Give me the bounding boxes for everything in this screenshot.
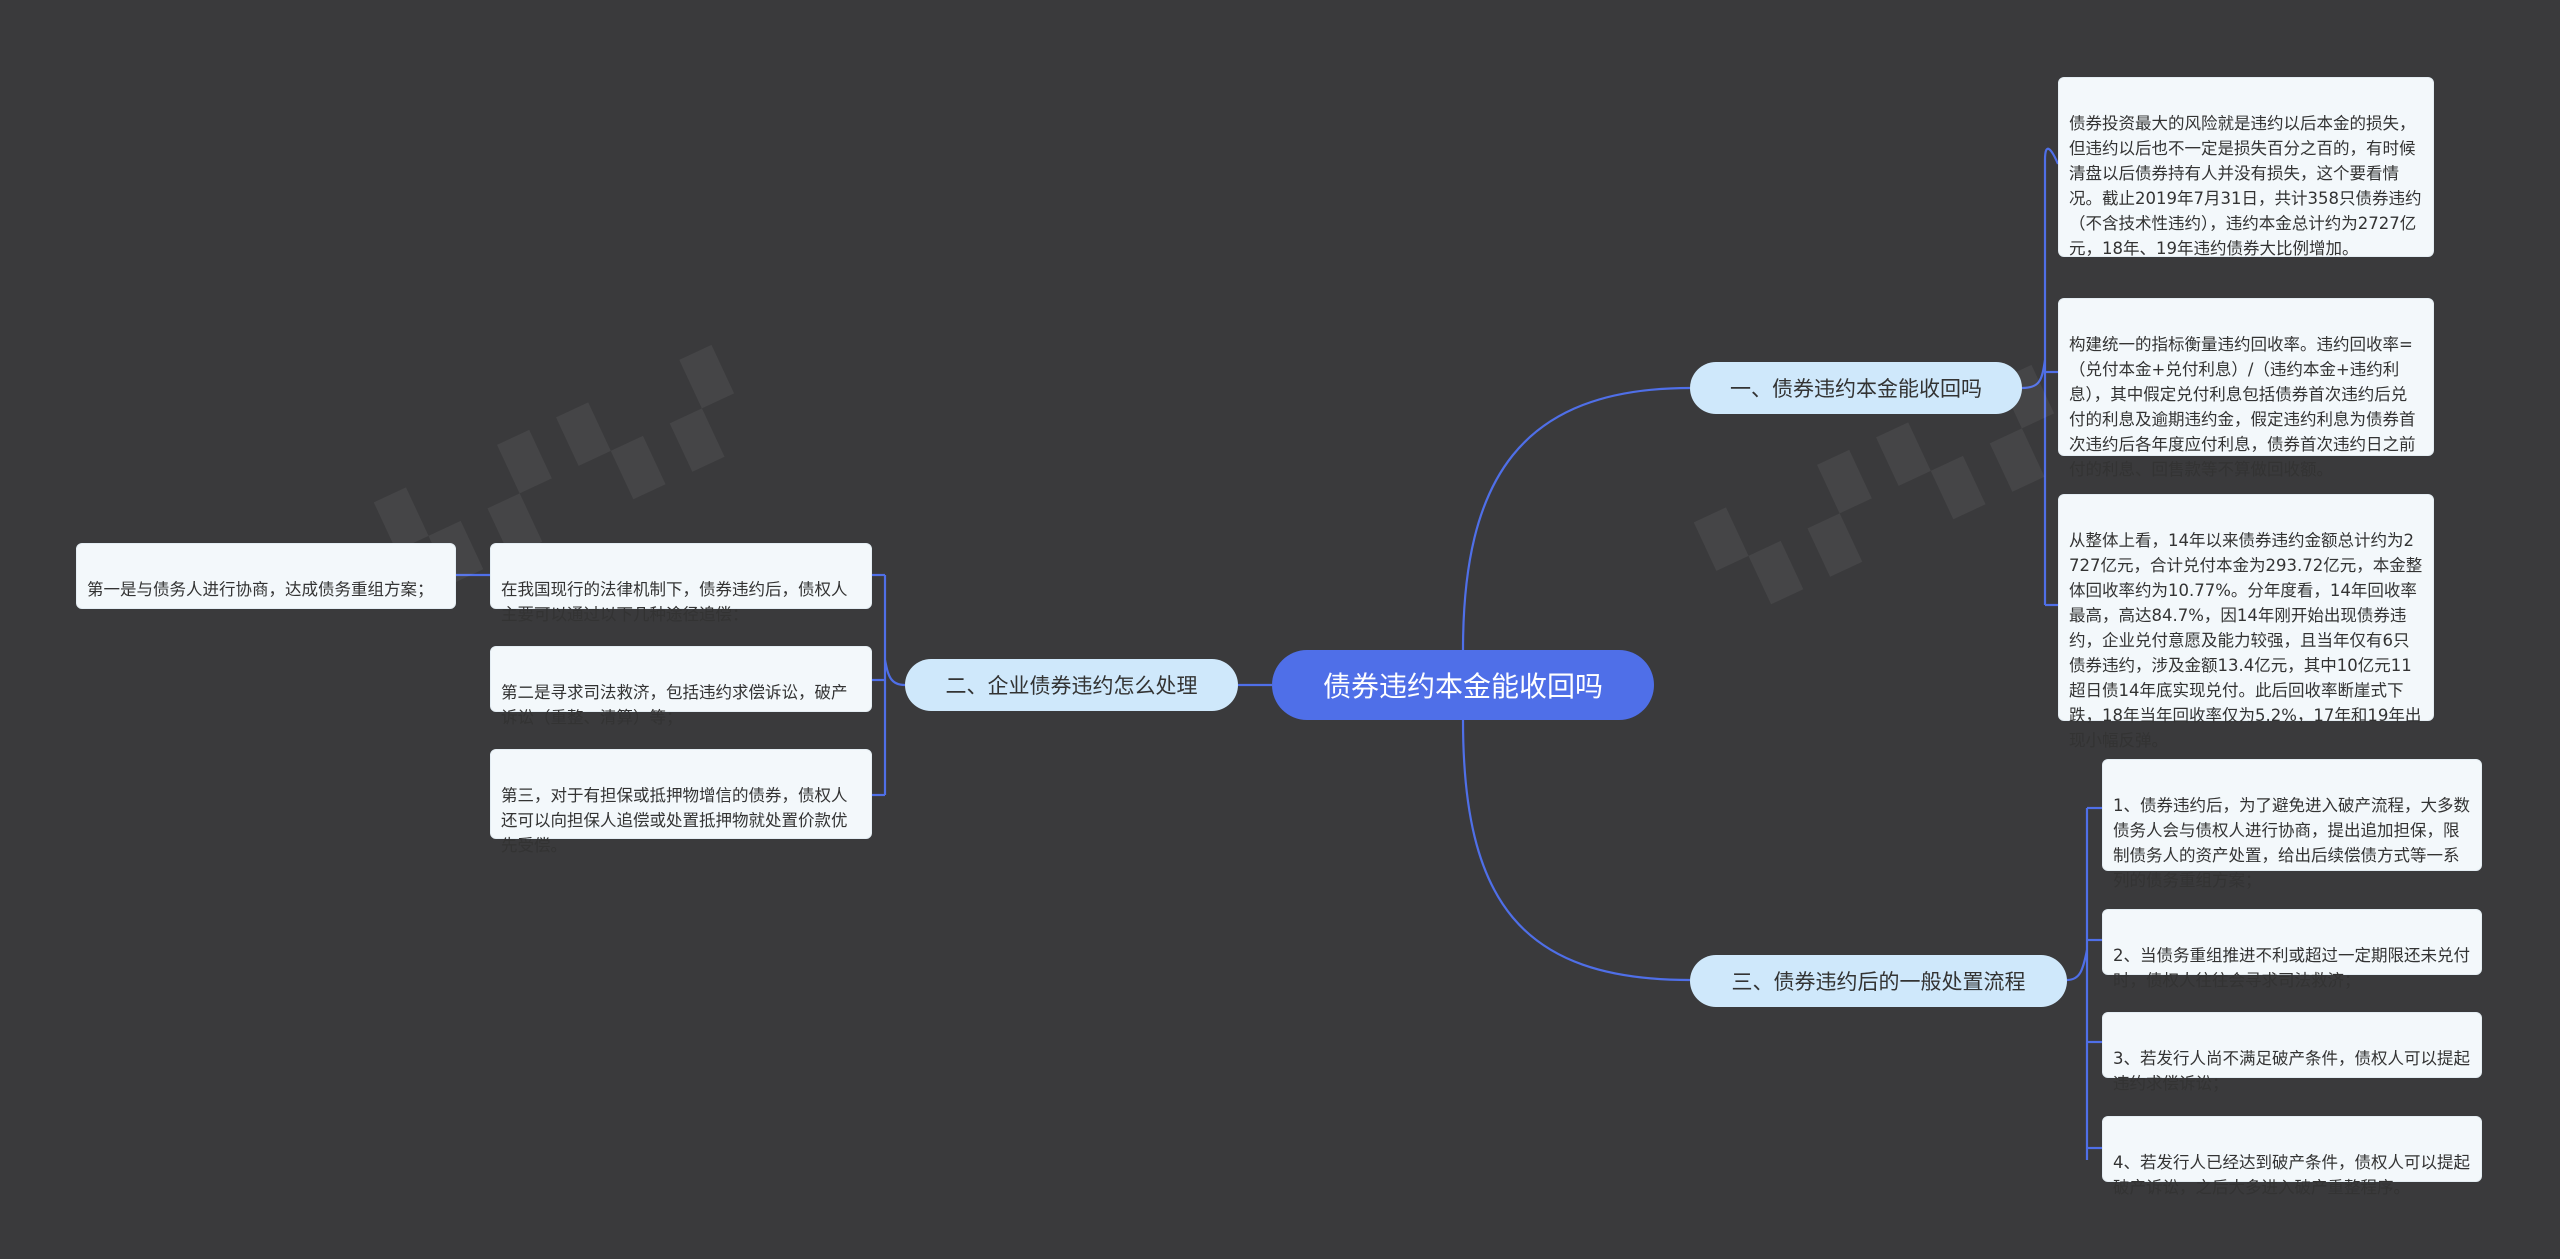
branch-topic-2-label: 二、企业债券违约怎么处理: [945, 674, 1198, 698]
leaf-b2-3[interactable]: 第三，对于有担保或抵押物增信的债券，债权人还可以向担保人追偿或处置抵押物就处置价…: [490, 749, 872, 855]
leaf-b3-2[interactable]: 2、当债务重组推进不利或超过一定期限还未兑付时，债权人往往会寻求司法救济；: [2102, 909, 2482, 990]
branch-topic-1[interactable]: 一、债券违约本金能收回吗: [1690, 362, 2022, 414]
link-b3-bracket: [2066, 949, 2089, 982]
root-topic-label: 债券违约本金能收回吗: [1322, 670, 1603, 703]
branch-topic-3[interactable]: 三、债券违约后的一般处置流程: [1690, 955, 2067, 1007]
leaf-b3-2-text: 2、当债务重组推进不利或超过一定期限还未兑付时，债权人往往会寻求司法救济；: [2113, 946, 2470, 990]
leaf-b2-1[interactable]: 在我国现行的法律机制下，债券违约后，债权人主要可以通过以下几种途径追偿：: [490, 543, 872, 624]
leaf-b2-2[interactable]: 第二是寻求司法救济，包括违约求偿诉讼，破产诉讼（重整、清算）等；: [490, 646, 872, 727]
leaf-b1-2-text: 构建统一的指标衡量违约回收率。违约回收率=（兑付本金+兑付利息）/（违约本金+违…: [2069, 335, 2416, 479]
branch-topic-3-label: 三、债券违约后的一般处置流程: [1731, 970, 2026, 994]
leaf-b1-1-text: 债券投资最大的风险就是违约以后本金的损失，但违约以后也不一定是损失百分之百的，有…: [2069, 114, 2422, 258]
leaf-b2-1-sub-text: 第一是与债务人进行协商，达成债务重组方案；: [87, 580, 434, 599]
leaf-b3-1-text: 1、债券违约后，为了避免进入破产流程，大多数债务人会与债权人进行协商，提出追加担…: [2113, 796, 2470, 890]
branch-topic-2[interactable]: 二、企业债券违约怎么处理: [905, 659, 1238, 711]
leaf-b2-3-text: 第三，对于有担保或抵押物增信的债券，债权人还可以向担保人追偿或处置抵押物就处置价…: [501, 786, 848, 855]
link-b2-bracket: [883, 659, 906, 687]
leaf-b3-1[interactable]: 1、债券违约后，为了避免进入破产流程，大多数债务人会与债权人进行协商，提出追加担…: [2102, 759, 2482, 890]
leaf-b2-2-text: 第二是寻求司法救济，包括违约求偿诉讼，破产诉讼（重整、清算）等；: [501, 683, 848, 727]
link-root-b1: [1461, 386, 1691, 651]
leaf-b3-3[interactable]: 3、若发行人尚不满足破产条件，债权人可以提起违约求偿诉讼；: [2102, 1012, 2482, 1093]
link-root-b3: [1461, 719, 1691, 982]
leaf-b1-3-text: 从整体上看，14年以来债券违约金额总计约为2727亿元，合计兑付本金为293.7…: [2069, 531, 2423, 750]
leaf-b2-1-sub[interactable]: 第一是与债务人进行协商，达成债务重组方案；: [76, 543, 456, 609]
leaf-b3-4[interactable]: 4、若发行人已经达到破产条件，债权人可以提起破产诉讼，之后大多进入破产重整程序。: [2102, 1116, 2482, 1197]
leaf-b1-3[interactable]: 从整体上看，14年以来债券违约金额总计约为2727亿元，合计兑付本金为293.7…: [2058, 494, 2434, 750]
leaf-b1-2[interactable]: 构建统一的指标衡量违约回收率。违约回收率=（兑付本金+兑付利息）/（违约本金+违…: [2058, 298, 2434, 479]
leaf-b3-4-text: 4、若发行人已经达到破产条件，债权人可以提起破产诉讼，之后大多进入破产重整程序。: [2113, 1153, 2470, 1197]
root-topic[interactable]: 债券违约本金能收回吗: [1272, 650, 1654, 720]
link-b1-bracket: [2021, 359, 2047, 390]
leaf-b2-1-text: 在我国现行的法律机制下，债券违约后，债权人主要可以通过以下几种途径追偿：: [501, 580, 848, 624]
branch-topic-1-label: 一、债券违约本金能收回吗: [1730, 377, 1982, 401]
leaf-b1-1[interactable]: 债券投资最大的风险就是违约以后本金的损失，但违约以后也不一定是损失百分之百的，有…: [2058, 77, 2434, 258]
leaf-b3-3-text: 3、若发行人尚不满足破产条件，债权人可以提起违约求偿诉讼；: [2113, 1049, 2470, 1093]
